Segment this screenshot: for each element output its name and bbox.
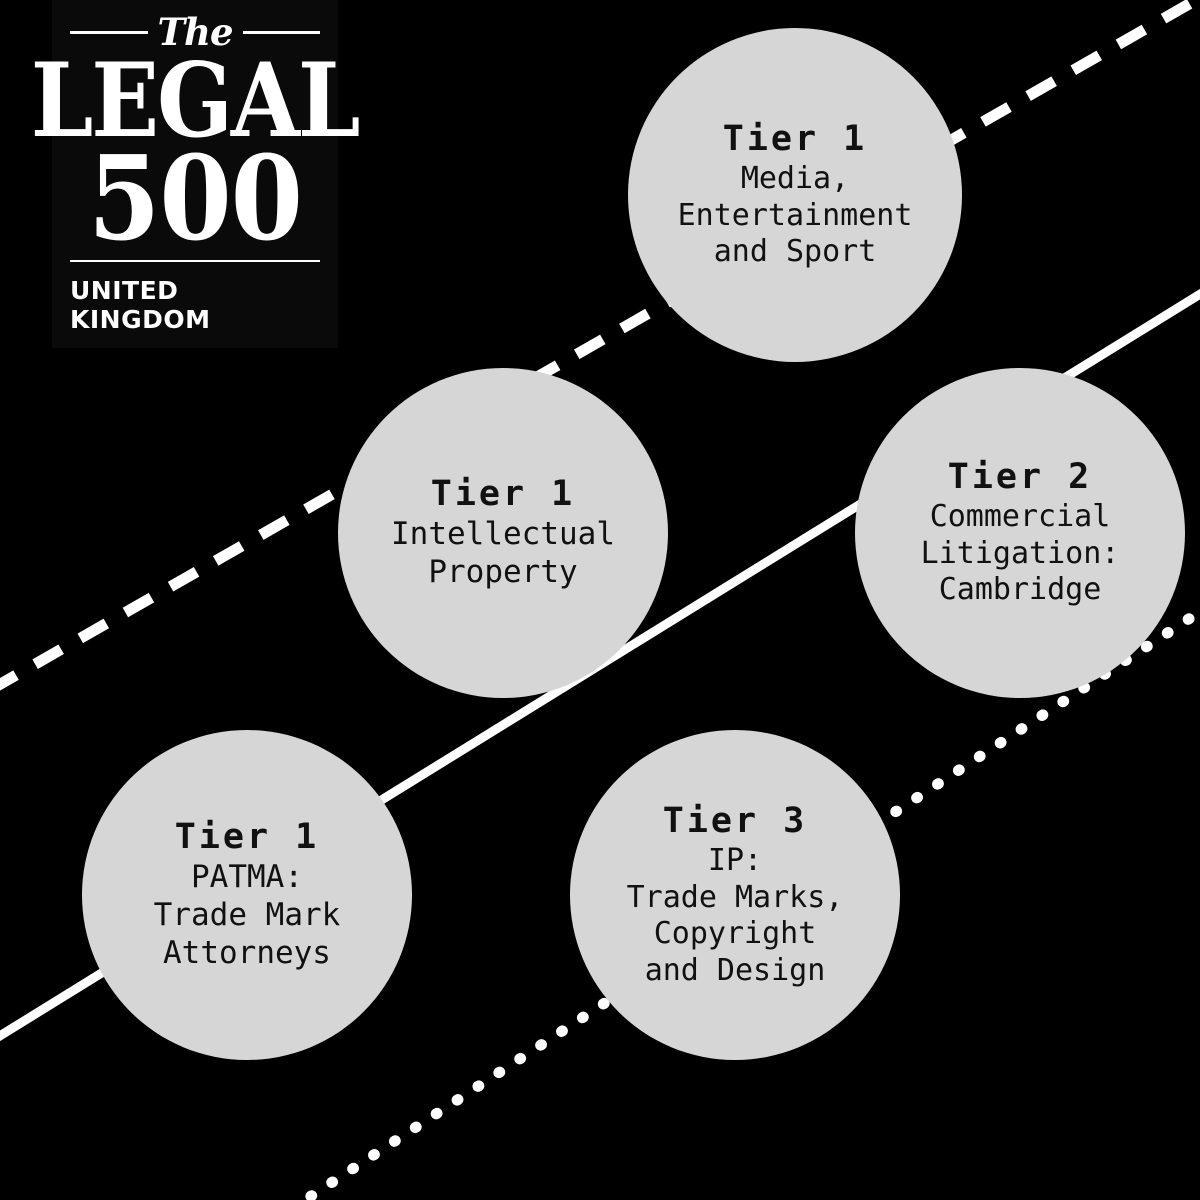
practice-area-label: PATMA: Trade Mark Attorneys (153, 859, 341, 972)
tier-label: Tier 3 (662, 800, 808, 841)
legal-500-logo: The LEGAL 500 UNITED KINGDOM (31, 0, 361, 348)
practice-area-label: Commercial Litigation: Cambridge (920, 499, 1120, 608)
ranking-bubble-intellectual-property: Tier 1 Intellectual Property (338, 368, 668, 698)
practice-area-label: Intellectual Property (391, 516, 615, 591)
logo-the-text: The (157, 10, 234, 54)
tier-label: Tier 1 (722, 118, 868, 159)
ranking-bubble-patma: Tier 1 PATMA: Trade Mark Attorneys (82, 730, 412, 1060)
logo-wordmark: LEGAL (31, 39, 361, 161)
logo-number: 500 (87, 129, 303, 268)
logo-rule-left (70, 31, 148, 34)
logo-the-row: The (70, 10, 321, 54)
ranking-bubble-trade-marks: Tier 3 IP: Trade Marks, Copyright and De… (570, 730, 900, 1060)
tier-label: Tier 1 (174, 817, 320, 858)
logo-rule-right (242, 31, 321, 34)
tier-label: Tier 2 (947, 456, 1093, 497)
logo-country-text: UNITED KINGDOM (70, 276, 211, 334)
practice-area-label: IP: Trade Marks, Copyright and Design (626, 842, 844, 988)
dashed-line (0, 0, 1200, 691)
practice-area-label: Media, Entertainment and Sport (677, 161, 913, 270)
ranking-bubble-commercial-litigation: Tier 2 Commercial Litigation: Cambridge (855, 368, 1185, 698)
ranking-bubble-media: Tier 1 Media, Entertainment and Sport (628, 28, 962, 362)
logo-rule-bottom (70, 259, 320, 262)
tier-label: Tier 1 (430, 474, 576, 515)
